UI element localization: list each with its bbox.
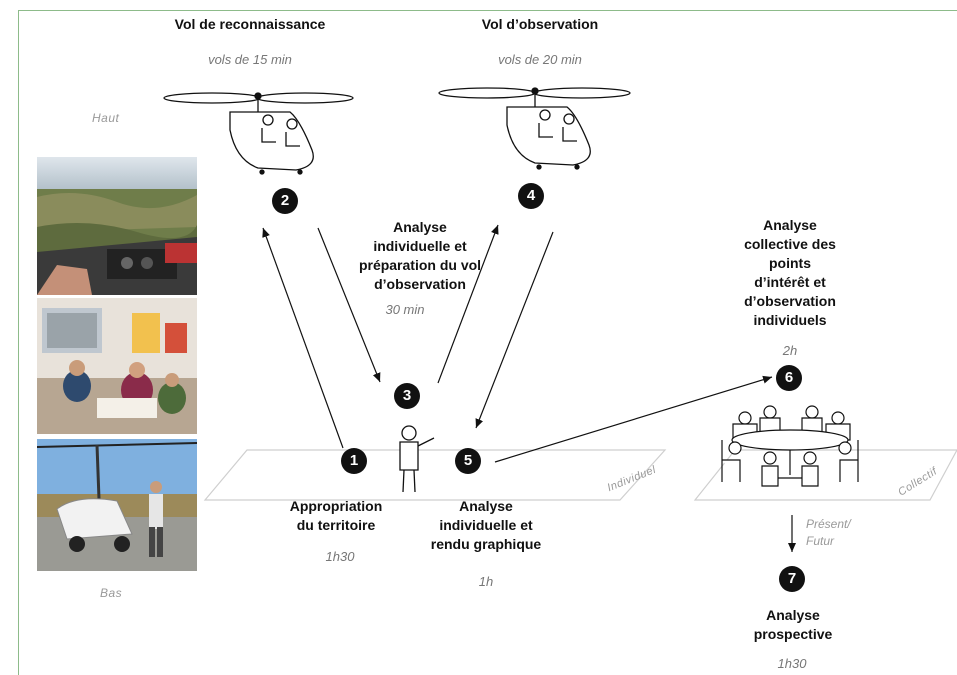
step-6-badge: 6 bbox=[776, 365, 802, 391]
arrow-2-to-3 bbox=[317, 227, 381, 383]
step-5-duration: 1h bbox=[478, 574, 494, 589]
step-4-duration: vols de 20 min bbox=[498, 52, 582, 67]
step-6-duration: 2h bbox=[782, 343, 798, 358]
autogyro-icon bbox=[163, 92, 354, 175]
photo-workshop-room bbox=[37, 298, 197, 434]
presenter-icon bbox=[399, 425, 435, 493]
diagram-frame bbox=[18, 10, 957, 675]
step-7-title: Analyse prospective bbox=[753, 607, 833, 642]
collective-plane bbox=[693, 449, 957, 501]
arrow-4-to-5 bbox=[475, 231, 554, 429]
time-axis-label: Présent/ Futur bbox=[806, 517, 851, 548]
arrow-3-to-4 bbox=[437, 224, 499, 384]
photo-cockpit-flight bbox=[37, 157, 197, 295]
step-2-title: Vol de reconnaissance bbox=[174, 16, 326, 32]
step-1-duration: 1h30 bbox=[325, 549, 355, 564]
level-high-label: Haut bbox=[92, 111, 120, 125]
step-7-badge: 7 bbox=[779, 566, 805, 592]
step-6-title: Analyse collective des points d’intérêt … bbox=[744, 217, 836, 328]
step-5-badge: 5 bbox=[455, 448, 481, 474]
step-2-badge: 2 bbox=[272, 188, 298, 214]
step-2-duration: vols de 15 min bbox=[208, 52, 292, 67]
individual-plane bbox=[203, 449, 667, 501]
arrow-1-to-2 bbox=[262, 227, 344, 449]
meeting-table-icon bbox=[721, 405, 859, 487]
step-1-badge: 1 bbox=[341, 448, 367, 474]
autogyro-icon bbox=[438, 87, 631, 170]
step-3-title: Analyse individuelle et préparation du v… bbox=[358, 219, 482, 292]
level-low-label: Bas bbox=[100, 586, 123, 600]
step-1-title: Appropriation du territoire bbox=[289, 498, 383, 533]
step-4-title: Vol d’observation bbox=[481, 16, 599, 32]
step-5-title: Analyse individuelle et rendu graphique bbox=[430, 498, 542, 552]
step-7-duration: 1h30 bbox=[777, 656, 807, 671]
step-3-duration: 30 min bbox=[385, 302, 425, 317]
arrow-5-to-6 bbox=[494, 375, 773, 463]
step-4-badge: 4 bbox=[518, 183, 544, 209]
step-3-badge: 3 bbox=[394, 383, 420, 409]
photo-autogyro-ground bbox=[37, 439, 197, 571]
